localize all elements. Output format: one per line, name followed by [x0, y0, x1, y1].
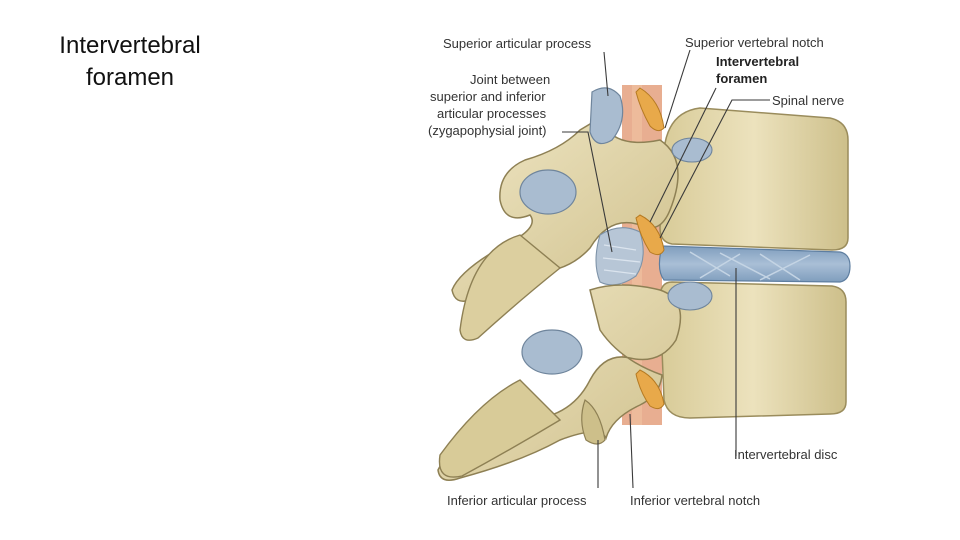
lower-spinous-process: [438, 379, 562, 478]
disc-lamellae: [689, 251, 811, 281]
label-joint-line-3: articular processes: [437, 106, 547, 121]
leader-superior-vertebral-notch: [664, 49, 691, 129]
spinal-nerve-middle: [635, 214, 665, 256]
upper-facet-surface: [519, 169, 577, 215]
leader-superior-articular-process: [603, 51, 609, 97]
slide-title-line-2: foramen: [85, 64, 175, 92]
slide-title: Intervertebral foramen: [30, 30, 230, 95]
upper-vertebral-body: [659, 107, 849, 251]
label-joint-line-2: superior and inferior: [430, 89, 546, 104]
label-superior-vertebral-notch: Superior vertebral notch: [685, 35, 824, 50]
label-intervertebral-disc: Intervertebral disc: [734, 447, 838, 462]
joint-capsule-fibers: [602, 244, 641, 275]
leader-intervertebral-foramen: [649, 87, 717, 223]
lower-pedicle-facet: [667, 281, 713, 311]
label-intervertebral-foramen-line-1: Intervertebral: [716, 54, 799, 69]
spinal-nerve-bottom: [635, 369, 665, 410]
intervertebral-disc-shape: [658, 245, 851, 283]
label-joint-line-4: (zygapophysial joint): [428, 123, 547, 138]
inferior-articular-process-shape: [581, 399, 606, 445]
label-superior-articular-process: Superior articular process: [443, 36, 592, 51]
spinal-nerve-top: [635, 87, 665, 132]
lower-facet-surface: [521, 329, 583, 375]
label-inferior-articular-process: Inferior articular process: [447, 493, 587, 508]
upper-spinous-process: [459, 234, 562, 341]
leader-joint: [562, 131, 613, 253]
label-intervertebral-foramen-line-2: foramen: [716, 71, 767, 86]
zygapophysial-joint-capsule: [595, 227, 644, 286]
leader-spinal-nerve: [659, 99, 770, 239]
leader-inferior-vertebral-notch: [629, 413, 634, 489]
slide-title-line-1: Intervertebral: [59, 32, 201, 59]
label-inferior-vertebral-notch: Inferior vertebral notch: [630, 493, 760, 508]
superior-articular-process-shape: [589, 87, 624, 145]
label-joint-line-1: Joint between: [470, 72, 550, 87]
label-spinal-nerve: Spinal nerve: [772, 93, 844, 108]
